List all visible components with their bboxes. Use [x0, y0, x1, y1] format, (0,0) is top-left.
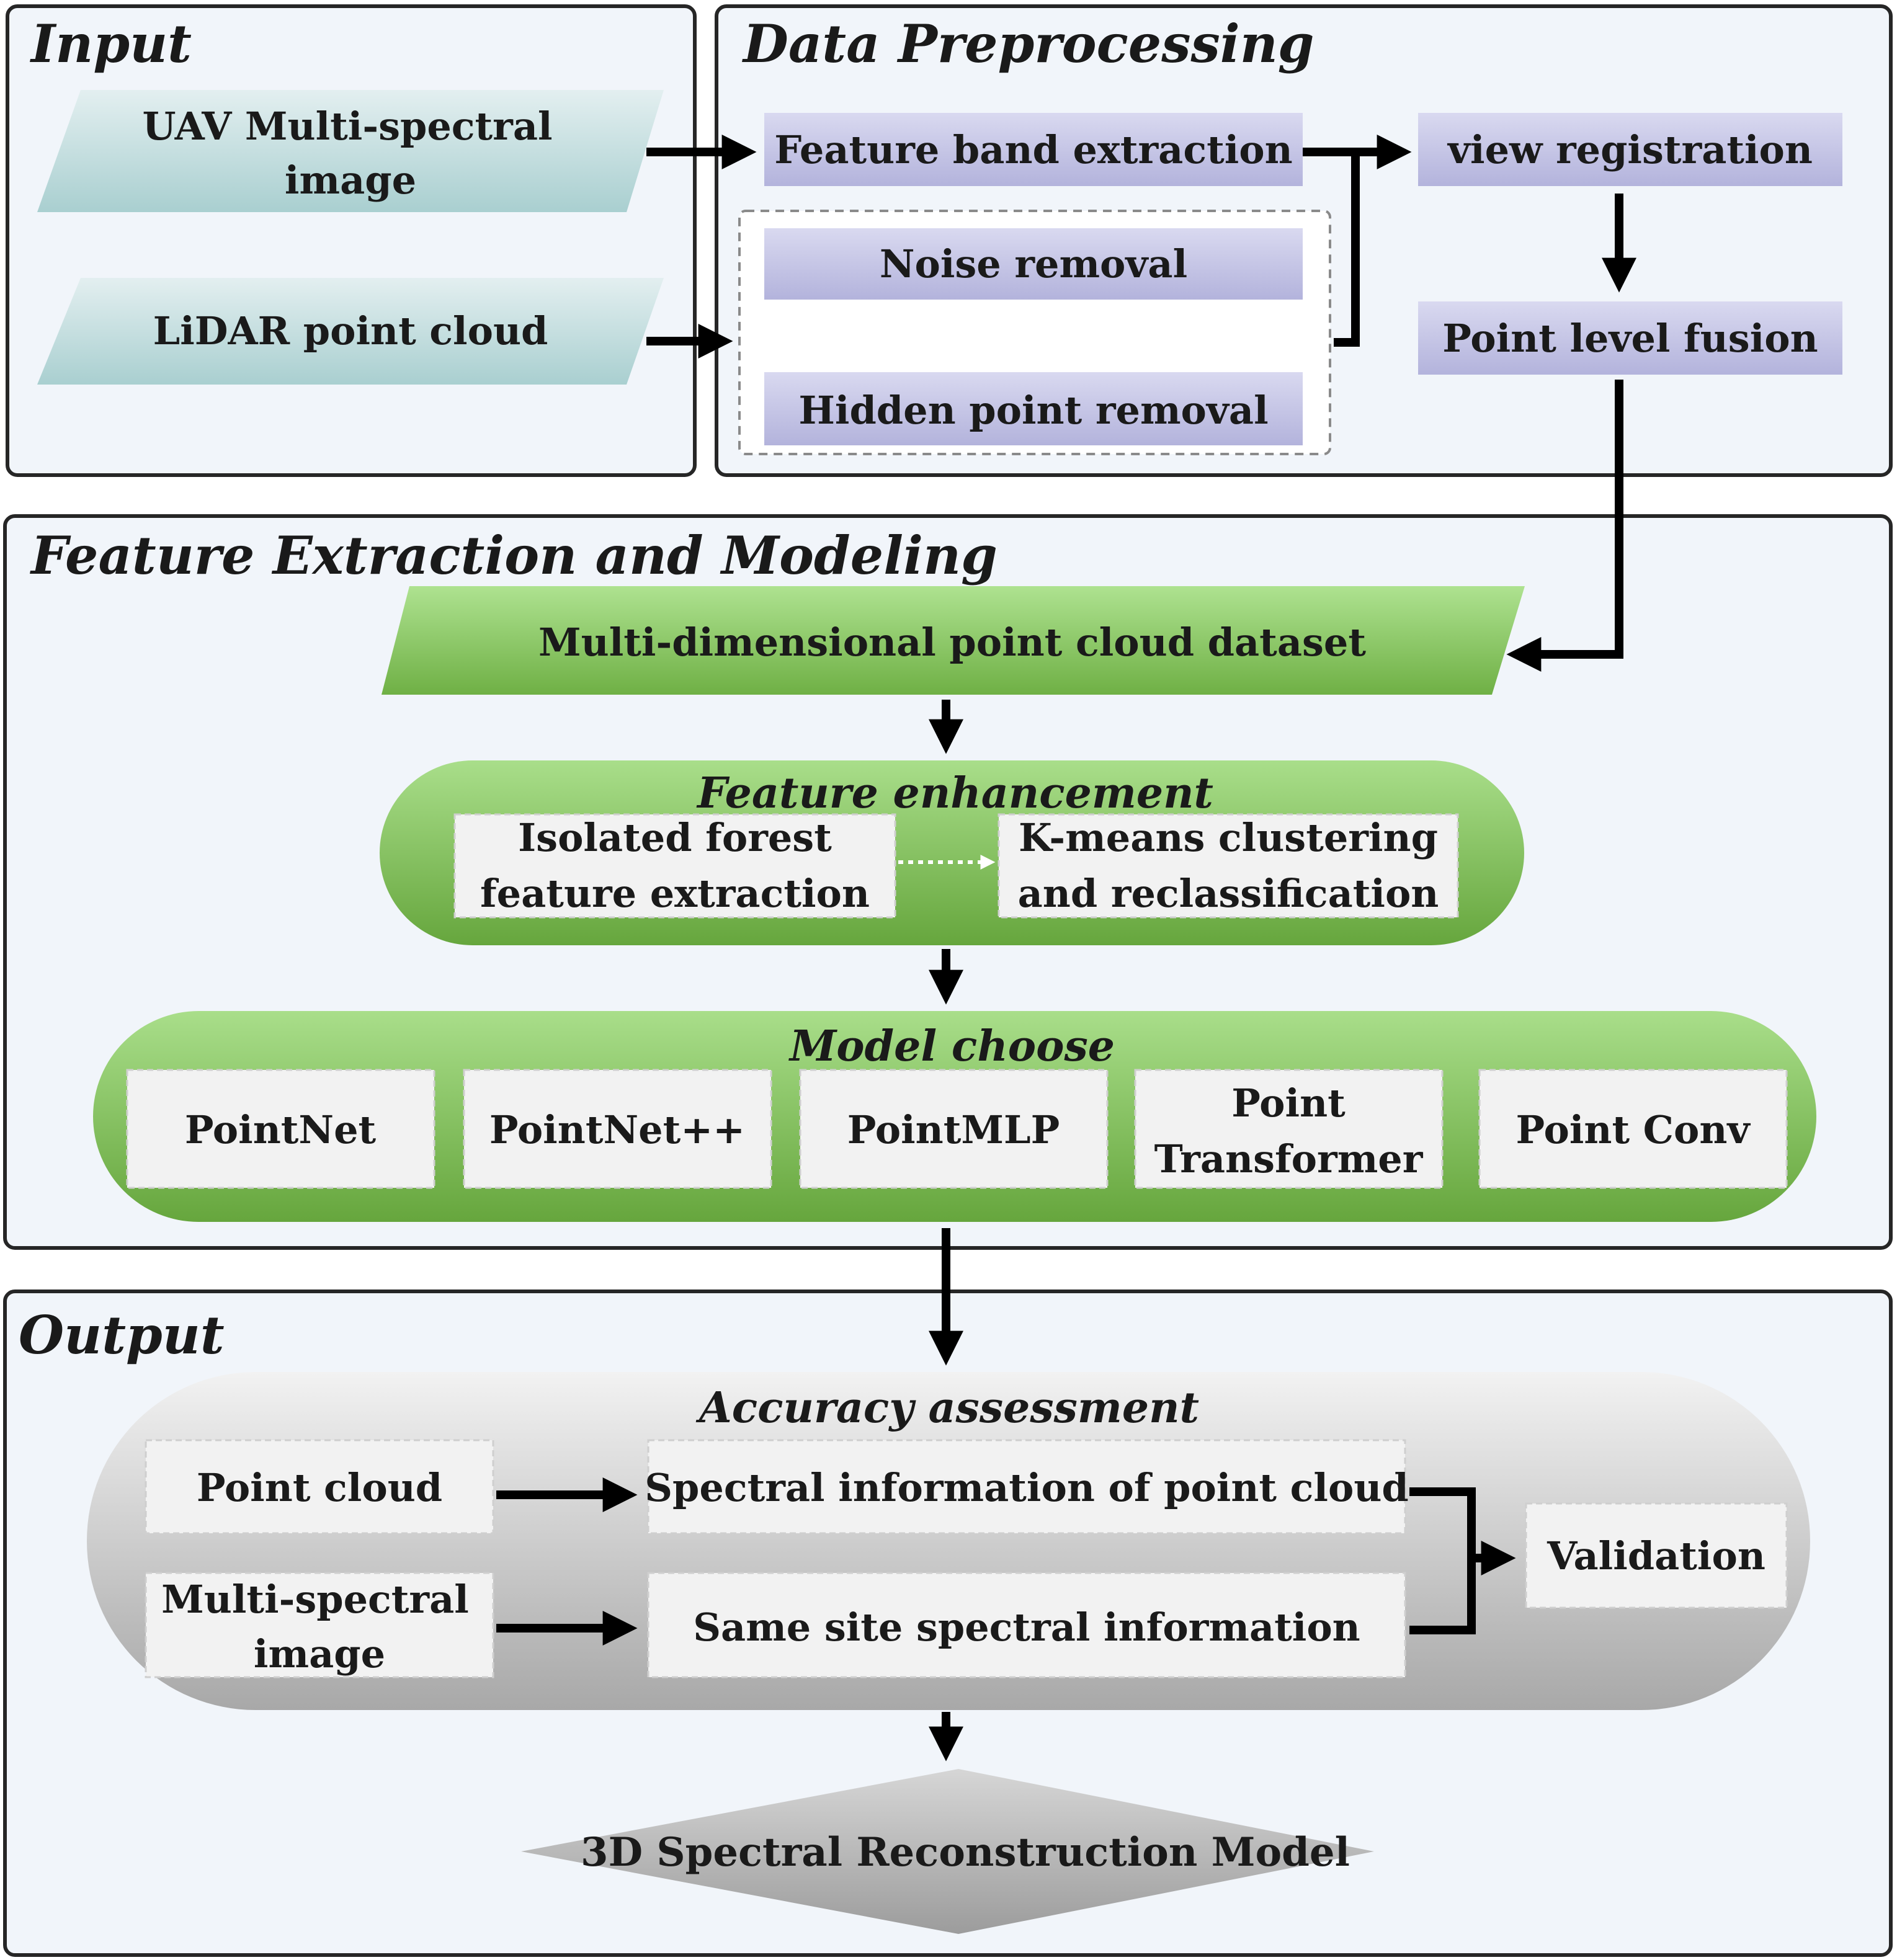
view-registration-box — [1418, 113, 1842, 186]
ms-image-box — [145, 1572, 494, 1678]
ms-image-label-2: image — [254, 1631, 385, 1677]
model-pointnetpp-label: PointNet++ — [489, 1107, 745, 1152]
model-pointnetpp-box — [463, 1069, 772, 1189]
model-point-transformer-box — [1134, 1069, 1444, 1189]
output-title: Output — [19, 1304, 225, 1366]
lidar-box — [37, 278, 664, 385]
isolated-forest-box — [453, 813, 896, 919]
feature-enhancement-title: Feature enhancement — [696, 768, 1213, 818]
spectral-pc-label: Spectral information of point cloud — [645, 1465, 1409, 1510]
accuracy-assessment-title: Accuracy assessment — [695, 1383, 1199, 1433]
feature-title: Feature Extraction and Modeling — [30, 525, 998, 586]
input-panel — [6, 4, 697, 477]
kmeans-box — [998, 813, 1459, 919]
lidar-label: LiDAR point cloud — [153, 308, 548, 354]
hidden-removal-label: Hidden point removal — [798, 388, 1268, 433]
model-pointmlp-label: PointMLP — [847, 1107, 1060, 1152]
validation-box — [1525, 1502, 1788, 1609]
point-level-fusion-box — [1418, 301, 1842, 375]
point-level-fusion-label: Point level fusion — [1442, 316, 1818, 361]
same-site-box — [647, 1572, 1406, 1678]
arrow-merge-bracket — [1334, 152, 1360, 347]
model-pointconv-box — [1478, 1069, 1788, 1189]
arrow-fusion-to-dataset — [1526, 380, 1623, 659]
view-registration-label: view registration — [1447, 127, 1813, 172]
uav-image-label: UAV Multi-spectral — [142, 104, 552, 149]
preprocessing-title: Data Preprocessing — [742, 13, 1315, 74]
noise-removal-label: Noise removal — [880, 241, 1187, 287]
validation-label: Validation — [1547, 1533, 1765, 1579]
input-title: Input — [30, 13, 192, 74]
model-point-transformer-label-2: Transformer — [1154, 1136, 1424, 1182]
point-cloud-box — [145, 1439, 494, 1535]
model-choose-title: Model choose — [788, 1022, 1115, 1071]
uav-image-box — [37, 90, 664, 212]
model-point-transformer-label: Point — [1231, 1080, 1346, 1126]
kmeans-label: K-means clustering — [1019, 815, 1438, 860]
kmeans-label-2: and reclassification — [1018, 871, 1439, 916]
final-model-label: 3D Spectral Reconstruction Model — [581, 1829, 1350, 1876]
final-model-diamond — [521, 1769, 1374, 1934]
feature-band-label: Feature band extraction — [774, 127, 1292, 172]
dataset-box — [382, 586, 1525, 695]
isolated-forest-label-2: feature extraction — [480, 871, 870, 916]
isolated-forest-label: Isolated forest — [518, 815, 832, 860]
noise-removal-box — [764, 228, 1303, 300]
model-pointnet-box — [126, 1069, 435, 1189]
ms-image-label: Multi-spectral — [161, 1577, 469, 1622]
hidden-removal-box — [764, 372, 1303, 445]
same-site-label: Same site spectral information — [693, 1605, 1360, 1650]
model-pointnet-label: PointNet — [185, 1107, 377, 1152]
feature-band-box — [764, 113, 1303, 186]
uav-image-label-2: image — [285, 158, 416, 203]
dataset-label: Multi-dimensional point cloud dataset — [538, 620, 1366, 665]
model-pointconv-label: Point Conv — [1516, 1107, 1751, 1152]
point-cloud-label: Point cloud — [197, 1465, 442, 1510]
model-pointmlp-box — [799, 1069, 1109, 1189]
spectral-pc-box — [647, 1439, 1406, 1535]
